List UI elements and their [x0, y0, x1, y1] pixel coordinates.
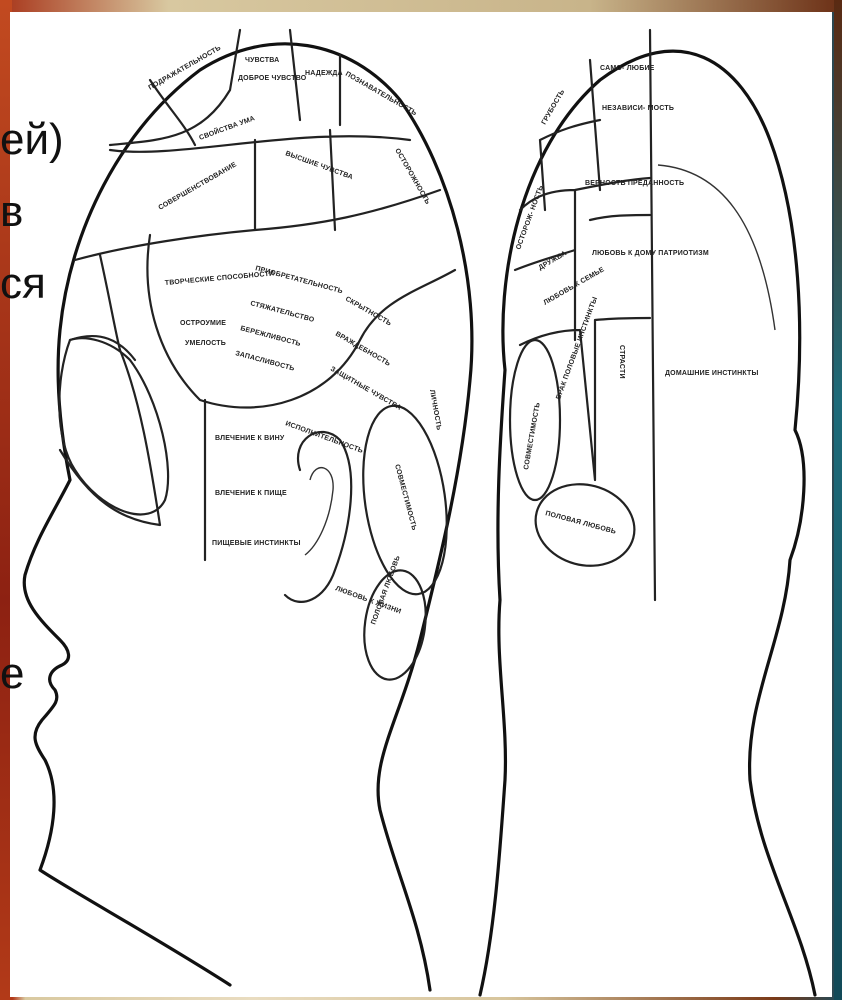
side-label: ЛИЧНОСТЬ	[428, 389, 442, 431]
side-label: ЧУВСТВА	[245, 57, 279, 64]
side-view-labels: ПОДРАЖАТЕЛЬНОСТЬ ЧУВСТВА ДОБРОЕ ЧУВСТВО …	[148, 45, 443, 626]
side-zone-temple-oval	[59, 338, 168, 514]
side-label: СКРЫТНОСТЬ	[344, 296, 392, 328]
back-label: САМО- ЛЮБИЕ	[600, 65, 655, 72]
back-label: СТРАСТИ	[618, 345, 625, 379]
side-label: ОСТРОУМИЕ	[180, 320, 226, 327]
side-label: ТВОРЧЕСКИЕ СПОСОБНОСТИ	[165, 270, 275, 287]
side-view-head	[24, 30, 472, 990]
side-label: ПРИОБРЕТАТЕЛЬНОСТЬ	[254, 265, 343, 295]
side-label: ДОБРОЕ ЧУВСТВО	[238, 75, 307, 82]
back-center-line	[650, 30, 655, 600]
side-label: БЕРЕЖЛИВОСТЬ	[239, 325, 301, 348]
back-crown-arc	[658, 165, 775, 330]
side-ear-inner	[305, 468, 333, 555]
back-head-outline	[480, 51, 815, 995]
side-label: ЗАЩИТНЫЕ ЧУВСТВА	[329, 366, 402, 412]
side-label: НАДЕЖДА	[305, 70, 343, 77]
side-label: СОВЕРШЕНСТВОВАНИЕ	[158, 161, 239, 212]
side-label: ПИЩЕВЫЕ ИНСТИНКТЫ	[212, 540, 301, 547]
side-label: СОВМЕСТИМОСТЬ	[393, 464, 417, 532]
back-view-head	[480, 30, 815, 995]
side-label: УМЕЛОСТЬ	[185, 340, 226, 347]
side-label: ИСПОЛНИТЕЛЬНОСТЬ	[284, 420, 364, 455]
side-ear	[285, 432, 351, 602]
side-label: ПОДРАЖАТЕЛЬНОСТЬ	[148, 45, 223, 92]
back-label: НЕЗАВИСИ- МОСТЬ	[602, 105, 674, 112]
side-head-outline	[24, 44, 472, 990]
side-label: ВЫСШИЕ ЧУВСТВА	[284, 150, 354, 181]
side-label: ВЛЕЧЕНИЕ К ПИЩЕ	[215, 490, 287, 497]
back-label: ДОМАШНИЕ ИНСТИНКТЫ	[665, 370, 759, 377]
back-label: ЛЮБОВЬ К ДОМУ ПАТРИОТИЗМ	[592, 250, 709, 257]
side-label: ОСТОРОЖНОСТЬ	[393, 148, 431, 206]
side-zone-lines	[60, 30, 455, 560]
back-label: ПОЛОВАЯ ЛЮБОВЬ	[544, 510, 616, 536]
side-label: ЗАПАСЛИВОСТЬ	[234, 350, 295, 373]
side-label: СТЯЖАТЕЛЬСТВО	[249, 300, 315, 324]
back-label: ВЕРНОСТЬ ПРЕДАННОСТЬ	[585, 180, 684, 187]
back-label: БРАК ПОЛОВЫЕ ИНСТИНКТЫ	[555, 296, 599, 401]
side-label: ВЛЕЧЕНИЕ К ВИНУ	[215, 435, 285, 442]
side-label: ПОЗНАВАТЕЛЬНОСТЬ	[344, 71, 418, 118]
back-label: СОВМЕСТИМОСТЬ	[523, 402, 542, 470]
